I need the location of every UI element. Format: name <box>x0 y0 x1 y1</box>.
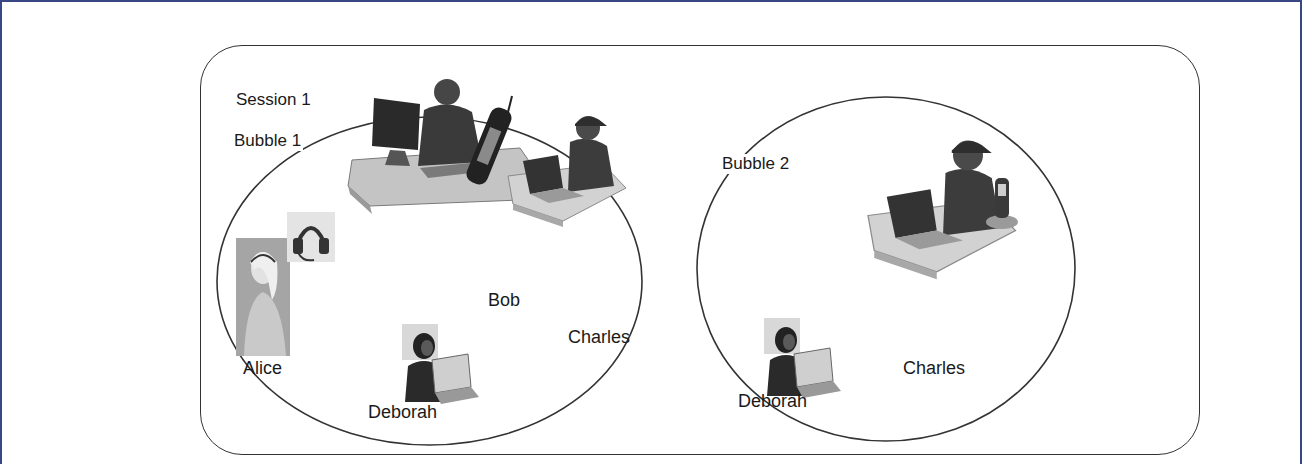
group-title: Bubble 2 <box>720 154 791 174</box>
session-frame: Session 1 Bubble 1 Bubble 2 <box>200 45 1200 455</box>
icon-background <box>287 212 335 262</box>
deborah-figure <box>402 324 479 404</box>
person-head <box>251 252 275 284</box>
group-title: Bubble 1 <box>232 131 303 151</box>
bubble-ellipse-line <box>697 97 1075 441</box>
monitor-stand <box>385 150 410 166</box>
person-head <box>434 79 460 105</box>
photo-background <box>236 238 290 356</box>
desk <box>348 148 538 206</box>
desk-phone-base <box>986 215 1018 229</box>
headset-band <box>298 228 324 242</box>
headset-band <box>251 255 275 262</box>
headset-cup <box>319 238 329 254</box>
person-hair <box>250 252 277 300</box>
desk-phone <box>995 178 1009 218</box>
deborah-figure <box>764 318 841 398</box>
bubble-outline <box>216 116 643 446</box>
phone-antenna <box>508 96 512 112</box>
monitor <box>372 98 420 150</box>
charles-figure <box>508 116 626 227</box>
desk-phone-screen <box>998 184 1006 196</box>
bubble-ellipse: Bubble 1 <box>216 116 643 446</box>
mobile-phone <box>464 105 514 187</box>
bubble-ellipse: Bubble 2 <box>696 96 1076 442</box>
person-body <box>418 104 482 166</box>
person-body <box>244 292 286 356</box>
phone-keypad <box>477 127 502 165</box>
keyboard <box>420 163 480 178</box>
charles-figure <box>868 141 1016 280</box>
desk-edge <box>348 186 372 214</box>
group-title: Session 1 <box>234 90 313 110</box>
bubble-ellipse-line <box>217 117 642 445</box>
headset-cup <box>293 238 303 254</box>
bubble-outline <box>696 96 1076 442</box>
headset-mic <box>298 252 314 260</box>
